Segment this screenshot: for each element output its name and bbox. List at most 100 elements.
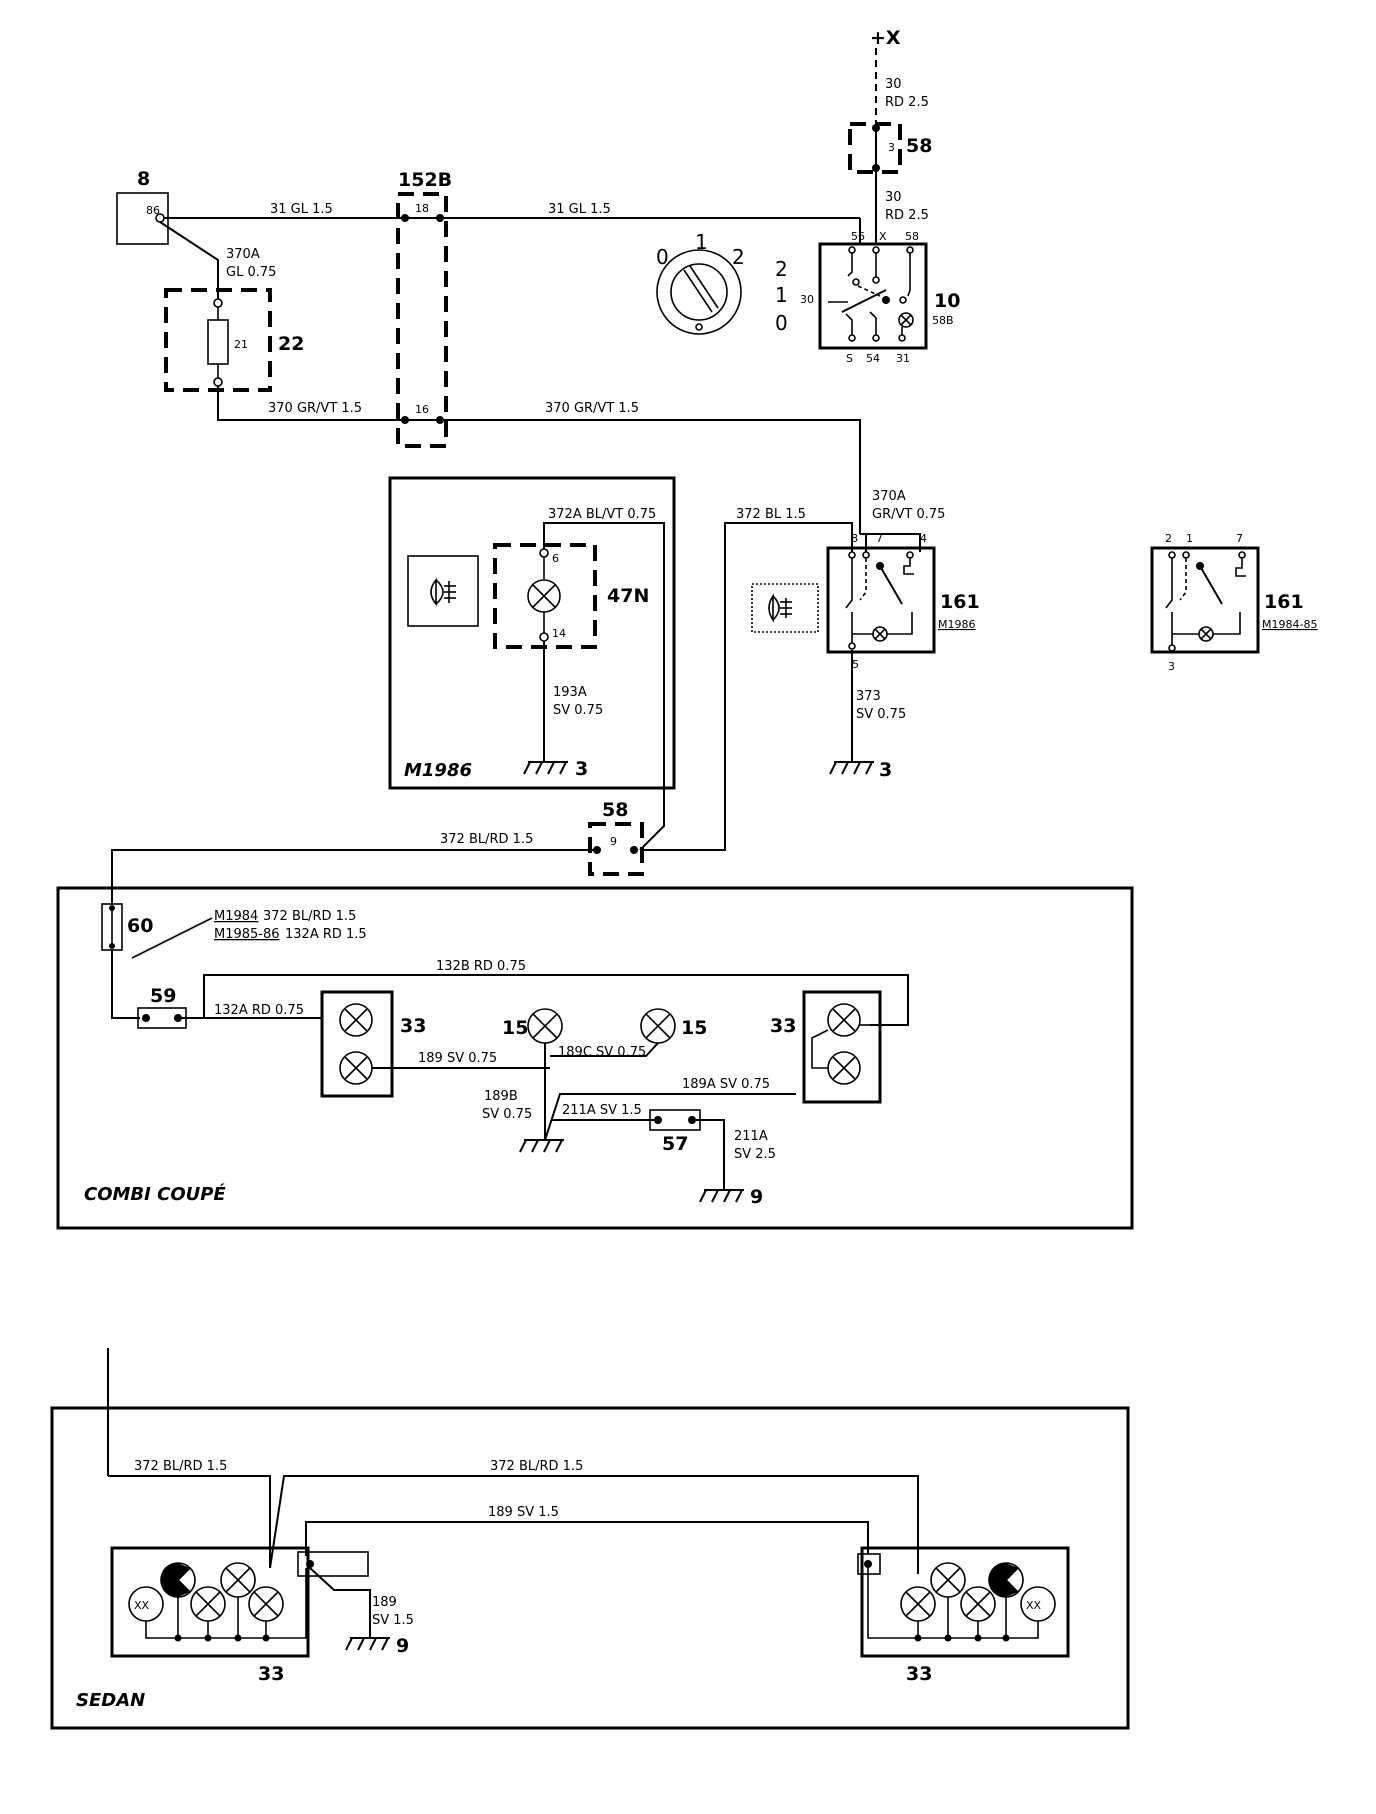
component-label: 10 (934, 290, 960, 312)
license-lamp-15-right: 15 (640, 1008, 707, 1044)
connector-152b: 152B 18 16 (396, 169, 452, 448)
component-label: 161 (940, 591, 980, 613)
lamp-mark: XX (1026, 1599, 1042, 1612)
pin-label: 16 (415, 403, 429, 416)
wire-label: M1984 (214, 909, 258, 924)
pin-label: 7 (876, 532, 883, 545)
ground-icon (829, 761, 874, 775)
wire-label: 372 BL/RD 1.5 (440, 832, 533, 847)
component-label: 33 (770, 1015, 796, 1037)
ground-label: 3 (575, 758, 588, 780)
ground-label: 3 (879, 759, 892, 781)
switch-position: 0 (775, 311, 788, 335)
pin-label: 9 (610, 835, 617, 848)
wire-label: 132B RD 0.75 (436, 959, 526, 974)
combi-coupe-section (56, 886, 1134, 1230)
wire-label: GR/VT 0.75 (872, 507, 945, 522)
component-label: 47N (607, 585, 649, 607)
pin-label: 1 (1186, 532, 1193, 545)
pin-label: 4 (920, 532, 927, 545)
wire-label: SV 2.5 (734, 1147, 776, 1162)
wire-label: SV 0.75 (856, 707, 906, 722)
lamp-mark: XX (134, 1599, 150, 1612)
component-label: 58 (906, 135, 932, 157)
wire-label: 189A SV 0.75 (682, 1077, 770, 1092)
pin-label: 3 (1168, 660, 1175, 673)
fog-switch-161-m1984-85: 2 1 7 3 161 M1984-85 (1150, 532, 1317, 673)
ground-label: 9 (750, 1186, 763, 1208)
variant-label: M1986 (938, 618, 976, 631)
connector-57: 57 (649, 1109, 701, 1155)
pin-label: S (846, 352, 853, 365)
pin-label: 21 (234, 338, 248, 351)
wire-label: 189C SV 0.75 (558, 1045, 646, 1060)
wire-label: 30 (885, 77, 902, 92)
wire-label: 370A (872, 489, 906, 504)
component-label: 22 (278, 333, 304, 355)
wire-372-sedan-left (108, 1475, 271, 1568)
wire-label: 189 SV 1.5 (488, 1505, 559, 1520)
wire-372-sedan-right (269, 1475, 919, 1574)
pin-label: 14 (552, 627, 566, 640)
pin-label: 2 (1165, 532, 1172, 545)
wire-label: 211A SV 1.5 (562, 1103, 642, 1118)
light-switch-10: 56 X 58 30 10 58B S 54 31 (800, 230, 960, 365)
wire-label: 31 GL 1.5 (548, 202, 611, 217)
bulb-icon (827, 1003, 861, 1037)
component-label: 152B (398, 169, 452, 191)
connector-58: 58 9 (588, 799, 644, 876)
wire-label: 370 GR/VT 1.5 (545, 401, 639, 416)
wire-label: 132A RD 0.75 (214, 1003, 304, 1018)
ignition-lock: 0 1 2 (656, 230, 745, 335)
wire-label: 372A BL/VT 0.75 (548, 507, 656, 522)
pin-label: 3 (888, 141, 895, 154)
switch-position: 1 (775, 283, 788, 307)
rear-fog-module-m1986: 6 14 47N 193A SV 0.75 3 M1986 (388, 476, 676, 790)
pin-label: 5 (852, 658, 859, 671)
pin-label: 6 (552, 552, 559, 565)
wire-label: M1985-86 (214, 927, 280, 942)
wire-label: GL 0.75 (226, 265, 276, 280)
ground-icon (345, 1637, 390, 1651)
wire-label: RD 2.5 (885, 95, 929, 110)
fog-light-icon (430, 577, 456, 607)
variant-label: M1984-85 (1262, 618, 1317, 631)
pin-label: 31 (896, 352, 910, 365)
component-label: 161 (1264, 591, 1304, 613)
component-label: 8 (137, 168, 150, 190)
wire-label: 373 (856, 689, 881, 704)
wire-label: 30 (885, 190, 902, 205)
switch-position: 2 (775, 257, 788, 281)
wire-label: SV 0.75 (482, 1107, 532, 1122)
wire-372 (640, 522, 853, 851)
ground-icon (519, 1139, 564, 1153)
wire-label: RD 2.5 (885, 208, 929, 223)
wire-label: 370 GR/VT 1.5 (268, 401, 362, 416)
component-label: 33 (258, 1663, 284, 1685)
switch-position: 1 (695, 230, 708, 254)
wire-label: SV 0.75 (553, 703, 603, 718)
pin-label: 54 (866, 352, 880, 365)
connector-59: 59 (137, 985, 187, 1029)
variant-label: M1986 (404, 760, 472, 781)
component-label: 33 (400, 1015, 426, 1037)
supply-feed: +X 30 RD 2.5 (870, 27, 929, 124)
wire-label: 372 BL/RD 1.5 (490, 1459, 583, 1474)
pin-label: X (879, 230, 887, 243)
tail-lamp-33-left: 33 (320, 990, 426, 1098)
wire-label: 189 (372, 1595, 397, 1610)
wire-132b (203, 974, 909, 1026)
pin-label: 7 (1236, 532, 1243, 545)
component-label: 59 (150, 985, 176, 1007)
wire-label: 193A (553, 685, 587, 700)
switch-position: 0 (656, 245, 669, 269)
ground-label: 9 (396, 1635, 409, 1657)
switch-position: 2 (732, 245, 745, 269)
fog-light-icon (768, 593, 792, 623)
component-label: 58 (602, 799, 628, 821)
pin-label: 58 (905, 230, 919, 243)
wire-label: SV 1.5 (372, 1613, 414, 1628)
wire-label: 211A (734, 1129, 768, 1144)
wire-label: 31 GL 1.5 (270, 202, 333, 217)
tail-lamp-33-right: 33 (770, 990, 882, 1104)
